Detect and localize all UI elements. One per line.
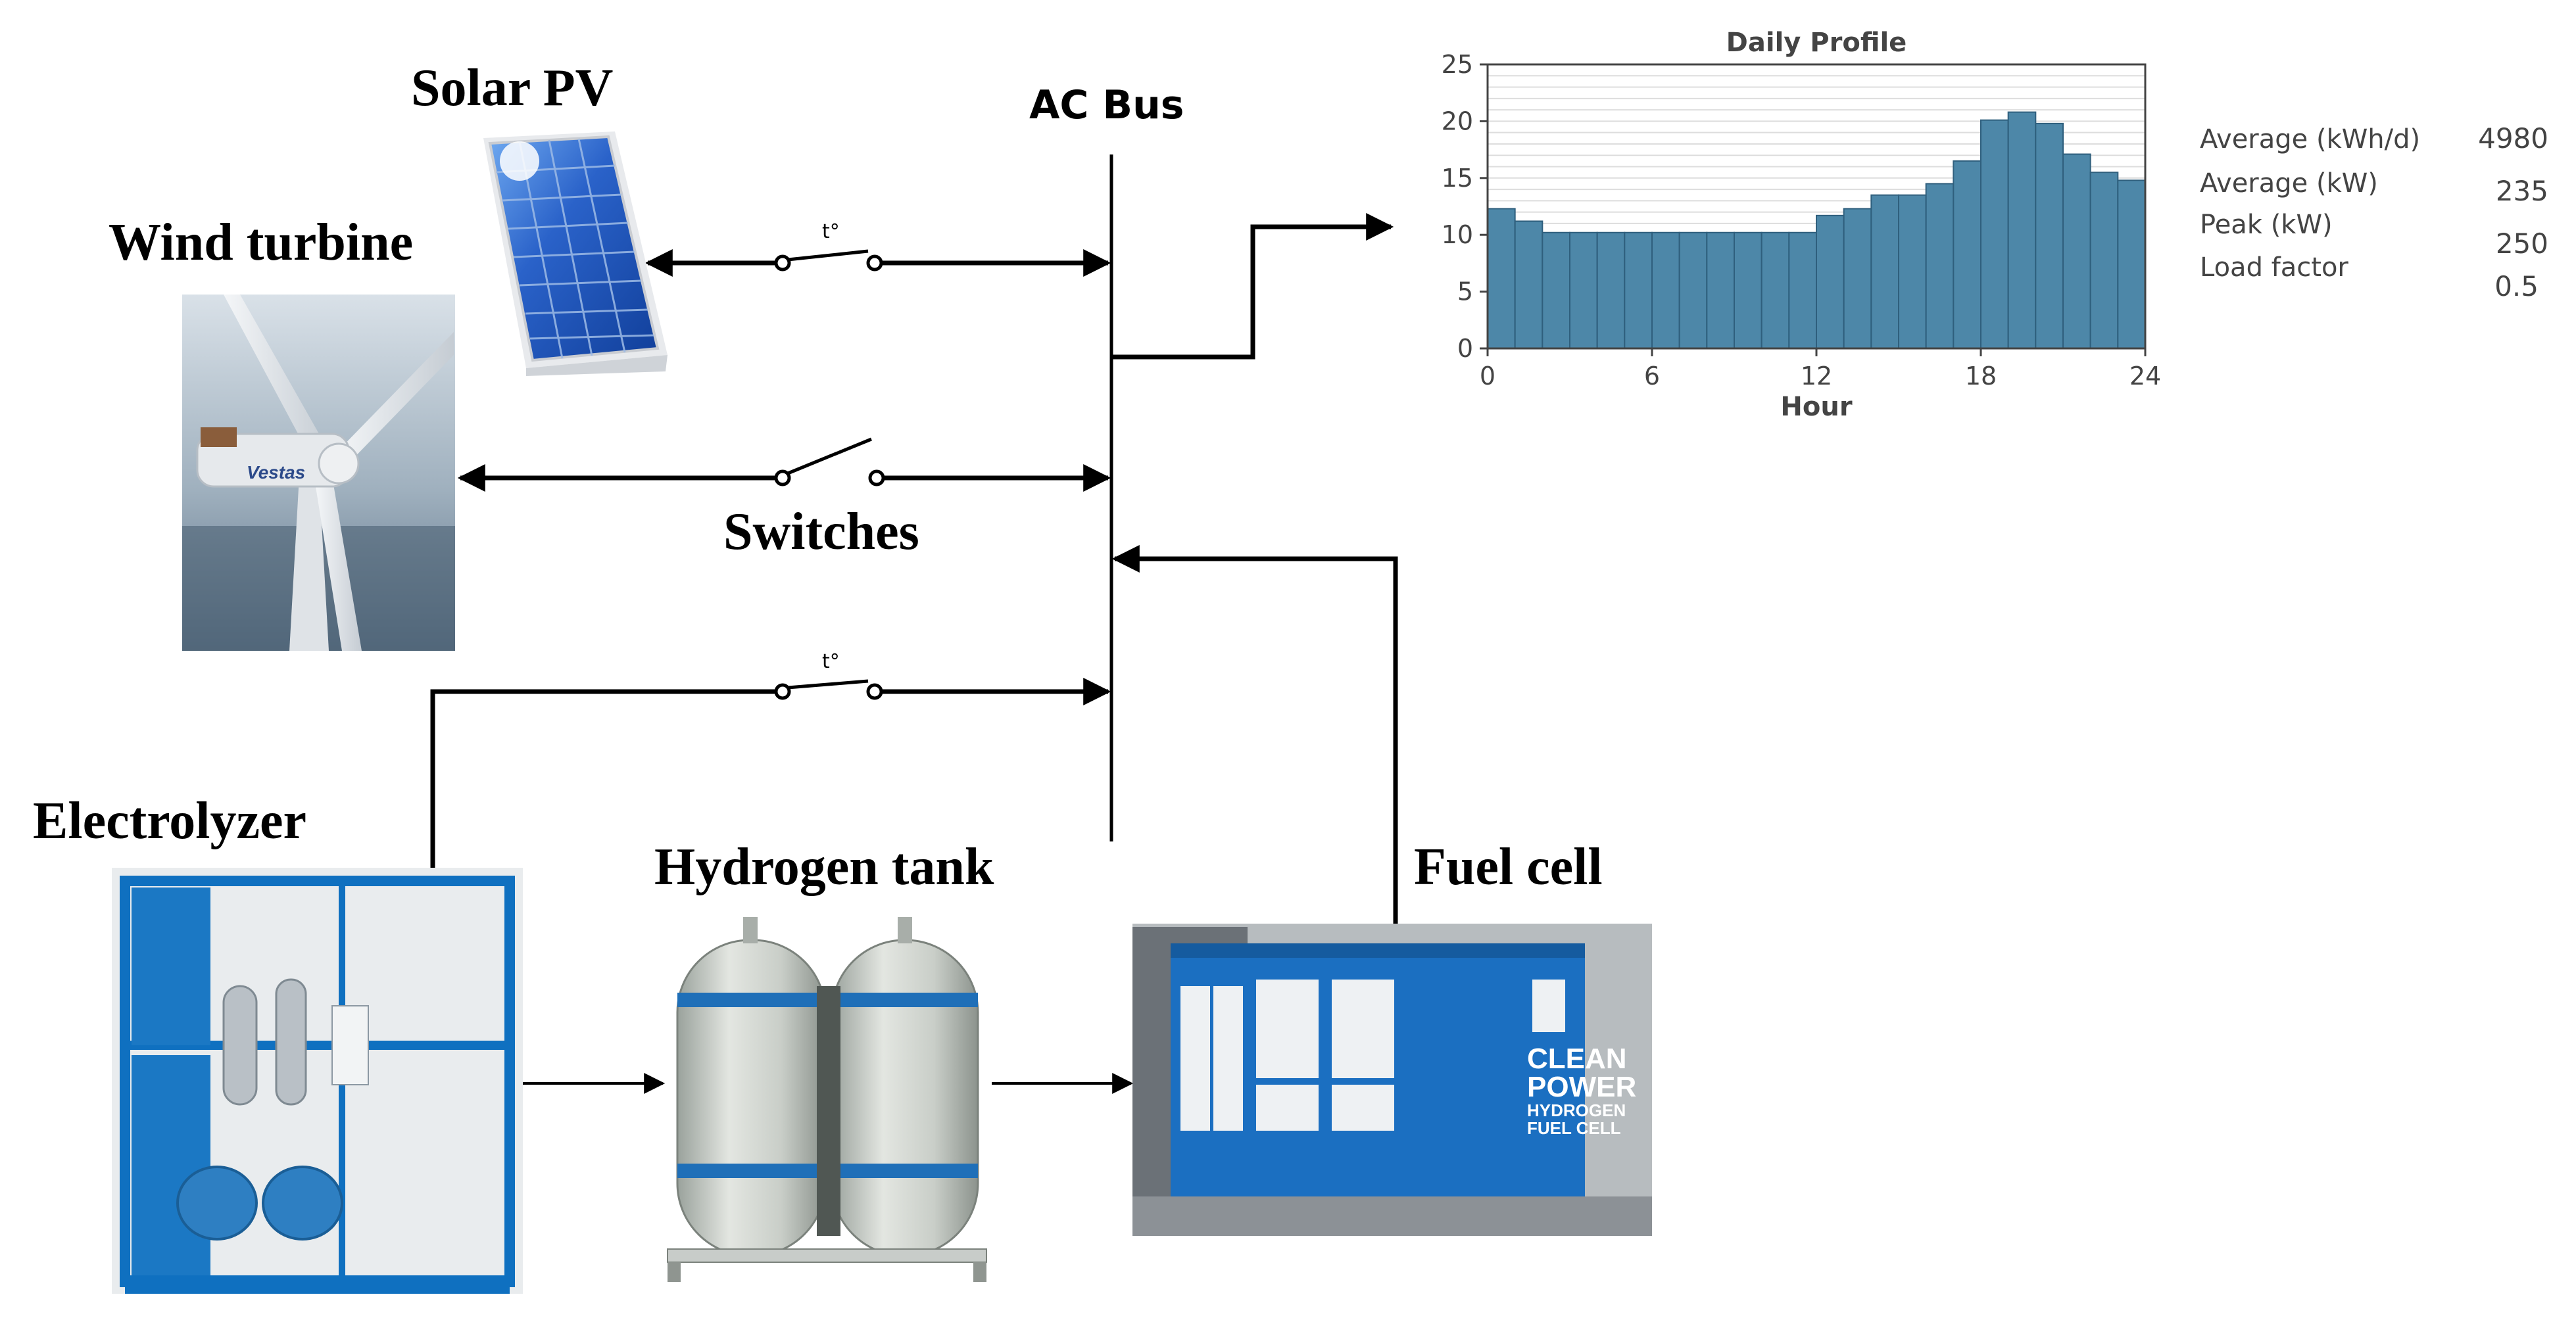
chart-bar-hour-22	[2089, 172, 2119, 349]
chart-bar-hour-23	[2117, 179, 2146, 350]
fuel-cell-container-text: CLEAN POWER HYDROGEN FUEL CELL	[1527, 1043, 1636, 1138]
chart-y-ticks: 0 5 10 15 20 25	[1442, 50, 1488, 363]
chart-y-tick-label: 5	[1457, 277, 1473, 306]
wind-turbine-image: Vestas	[182, 295, 455, 651]
switches-label: Switches	[723, 503, 919, 561]
hydrogen-tank-label: Hydrogen tank	[654, 838, 994, 896]
switch-temp-mark-2: t°	[822, 650, 840, 673]
solar-panel-image	[483, 131, 668, 376]
chart-bar-hour-10	[1761, 231, 1790, 349]
chart-bar-hour-6	[1651, 231, 1680, 349]
wind-turbine-label: Wind turbine	[109, 214, 413, 272]
stat-label-peak-kw: Peak (kW)	[2200, 210, 2333, 240]
container-text-line-1: CLEAN	[1527, 1043, 1627, 1075]
container-text-line-4: FUEL CELL	[1527, 1118, 1621, 1138]
stat-value-avg-kwh: 4980	[2478, 122, 2548, 154]
stat-label-avg-kwh: Average (kWh/d)	[2200, 124, 2420, 154]
chart-bar-hour-19	[2007, 111, 2037, 350]
stat-value-load-factor: 0.5	[2494, 270, 2539, 302]
chart-bar-hour-8	[1706, 231, 1735, 349]
stat-label-avg-kw: Average (kW)	[2200, 168, 2378, 199]
chart-x-axis-label: Hour	[1780, 392, 1852, 422]
load-stats-panel: Average (kWh/d) 4980 Average (kW) 235 Pe…	[2200, 122, 2548, 302]
chart-bar-hour-12	[1816, 214, 1845, 349]
bus-to-load-arrow	[1113, 213, 1394, 360]
electrolyzer-image	[112, 868, 523, 1294]
stat-value-avg-kw: 235	[2496, 175, 2548, 207]
electrolyzer-label: Electrolyzer	[33, 792, 306, 850]
chart-bar-hour-7	[1678, 231, 1708, 349]
chart-bar-hour-21	[2062, 153, 2091, 349]
fuel-cell-label: Fuel cell	[1414, 838, 1603, 896]
electrolyzer-switch-connection: t°	[430, 650, 1111, 868]
daily-profile-chart: Daily Profile 0 5 10 15 20 25 0 6 12 18 24 Hour	[1442, 28, 2162, 422]
wind-switch-connection	[457, 437, 1111, 492]
chart-x-tick-label: 24	[2129, 362, 2161, 390]
chart-bar-hour-14	[1870, 194, 1899, 349]
chart-y-tick-label: 0	[1457, 334, 1473, 363]
chart-bar-hour-9	[1734, 231, 1762, 349]
chart-bar-hour-17	[1953, 160, 1981, 349]
chart-y-tick-label: 20	[1442, 106, 1473, 135]
container-text-line-2: POWER	[1527, 1071, 1636, 1103]
chart-y-tick-label: 15	[1442, 164, 1473, 193]
chart-x-ticks: 0 6 12 18 24	[1480, 348, 2161, 390]
chart-bar-hour-2	[1542, 231, 1570, 349]
solar-pv-label: Solar PV	[411, 59, 613, 117]
solar-switch-connection: t°	[644, 220, 1111, 277]
chart-bar-hour-0	[1487, 208, 1516, 349]
chart-y-tick-label: 10	[1442, 220, 1473, 249]
chart-y-tick-label: 25	[1442, 50, 1473, 79]
chart-bar-hour-3	[1569, 231, 1598, 349]
chart-bar-hour-13	[1843, 208, 1872, 349]
chart-bar-hour-15	[1898, 194, 1927, 349]
chart-bar-hour-16	[1925, 183, 1955, 349]
switch-temp-mark-1: t°	[822, 220, 840, 243]
stat-label-load-factor: Load factor	[2200, 252, 2348, 283]
chart-x-tick-label: 0	[1480, 362, 1495, 390]
container-text-line-3: HYDROGEN	[1527, 1100, 1626, 1120]
chart-bar-hour-1	[1514, 220, 1543, 349]
chart-bar-hour-4	[1596, 231, 1626, 349]
chart-bar-hour-20	[2035, 122, 2064, 350]
stat-value-peak-kw: 250	[2496, 227, 2548, 260]
fuel-cell-image: CLEAN POWER HYDROGEN FUEL CELL	[1132, 924, 1652, 1236]
chart-x-tick-label: 12	[1801, 362, 1832, 390]
hydrogen-tank-image	[667, 917, 987, 1282]
chart-x-tick-label: 18	[1965, 362, 1997, 390]
chart-bar-hour-18	[1980, 119, 2009, 349]
chart-bar-hour-11	[1788, 231, 1817, 349]
vestas-brand: Vestas	[247, 462, 305, 483]
chart-bar-hour-5	[1624, 231, 1653, 349]
ac-bus-label: AC Bus	[1029, 82, 1184, 128]
chart-x-tick-label: 6	[1644, 362, 1660, 390]
chart-bars	[1487, 111, 2146, 350]
chart-title: Daily Profile	[1726, 28, 1907, 58]
fuelcell-to-bus-arrow	[1111, 545, 1398, 927]
